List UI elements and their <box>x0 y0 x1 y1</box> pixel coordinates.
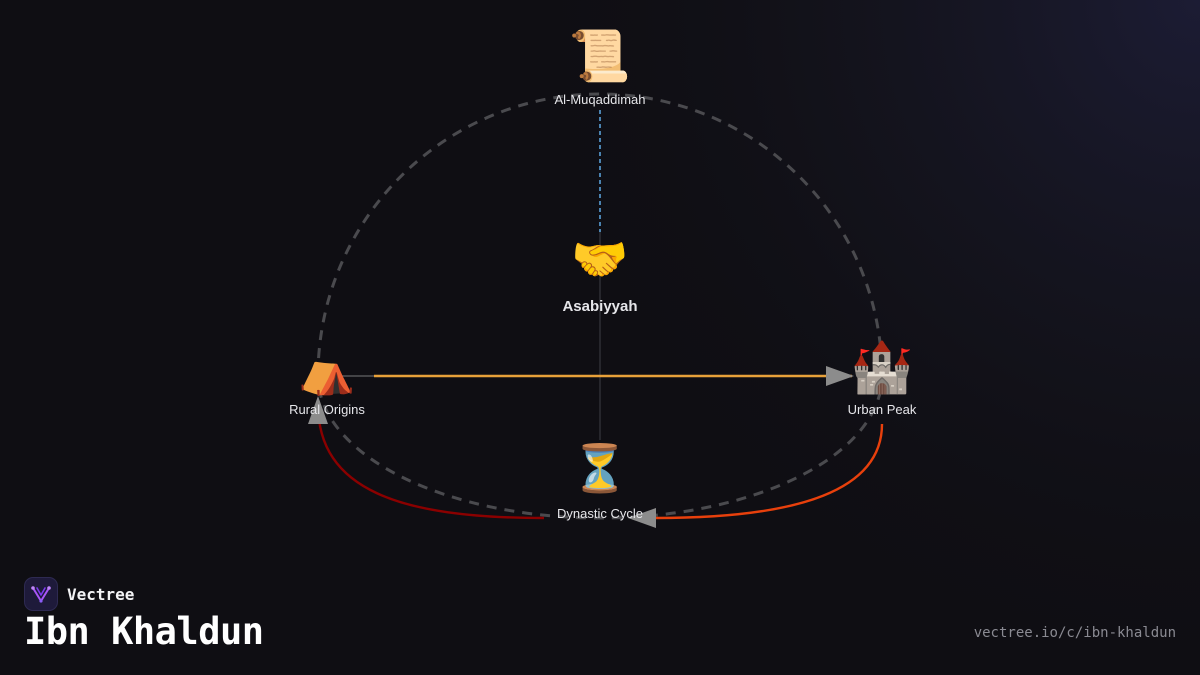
tent-icon: ⛺ <box>298 343 355 397</box>
arrowhead-dynastic <box>628 508 656 528</box>
node-urban-peak[interactable]: 🏰 Urban Peak <box>848 338 917 417</box>
hourglass-icon: ⏳ <box>571 441 628 495</box>
handshake-icon: 🤝 <box>571 232 628 286</box>
arrow-dynastic-to-rural <box>316 403 545 520</box>
vectree-logo-icon <box>24 577 58 611</box>
arrow-urban-to-dynastic <box>655 423 884 520</box>
node-asabiyyah[interactable]: 🤝 Asabiyyah <box>562 232 637 315</box>
page-url[interactable]: vectree.io/c/ibn-khaldun <box>973 625 1176 641</box>
scroll-icon: 📜 <box>569 27 631 85</box>
node-dynastic-cycle[interactable]: ⏳ Dynastic Cycle <box>557 441 643 521</box>
brand[interactable]: Vectree <box>24 577 134 611</box>
castle-icon: 🏰 <box>851 338 913 396</box>
page-title: Ibn Khaldun <box>24 610 264 653</box>
node-label-urban-peak: Urban Peak <box>848 402 917 417</box>
arrowhead-urban <box>826 366 854 386</box>
node-label-rural-origins: Rural Origins <box>289 402 365 417</box>
brand-name: Vectree <box>67 584 135 604</box>
node-label-al-muqaddimah: Al-Muqaddimah <box>554 92 645 107</box>
dashed-cycle-ring <box>316 92 884 520</box>
node-rural-origins[interactable]: ⛺ Rural Origins <box>289 343 365 417</box>
node-al-muqaddimah[interactable]: 📜 Al-Muqaddimah <box>554 27 645 107</box>
node-label-asabiyyah: Asabiyyah <box>562 298 637 315</box>
arrowhead-rural <box>308 396 328 424</box>
node-label-dynastic-cycle: Dynastic Cycle <box>557 506 643 521</box>
